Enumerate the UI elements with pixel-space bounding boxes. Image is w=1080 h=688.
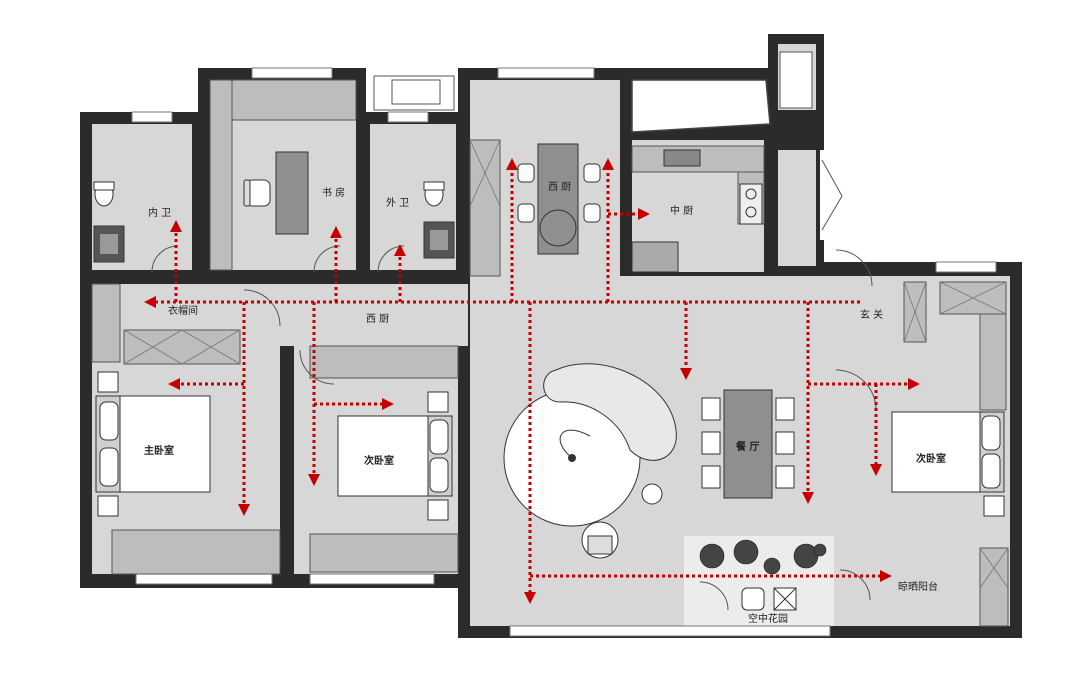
- cabinets: [91, 79, 1009, 627]
- label-sky-garden: 空中花园: [748, 612, 788, 625]
- room-labels: 内 卫 书 房 外 卫 西 厨 中 厨 衣帽间 西 厨 玄 关 主卧室 次卧室 …: [144, 181, 946, 625]
- windows: [131, 67, 997, 637]
- kitchen-sink-icon: [663, 149, 701, 167]
- label-master-bedroom: 主卧室: [144, 444, 174, 457]
- toilet-icon: [423, 181, 445, 207]
- sink-icon: [423, 221, 455, 259]
- study-desk: [275, 151, 309, 235]
- sink-icon: [93, 225, 125, 263]
- chair-icon: [741, 587, 765, 611]
- fan-icon: [773, 587, 797, 611]
- bed-icon: [337, 391, 453, 521]
- label-second-bedroom: 次卧室: [364, 454, 394, 467]
- label-drying-balcony: 晾晒阳台: [898, 580, 938, 593]
- plant-icons: [699, 539, 827, 575]
- bed-icon: [95, 371, 211, 517]
- bed-icon: [891, 411, 1005, 517]
- label-foyer: 玄 关: [860, 308, 883, 321]
- label-inner-bath: 内 卫: [148, 206, 171, 219]
- sink-circle-icon: [539, 209, 577, 247]
- armchair-icon: [581, 521, 619, 559]
- fridge-icon: [631, 241, 679, 273]
- chair-icon: [243, 179, 271, 207]
- exterior-shells: [373, 51, 846, 240]
- kitchen-island: [537, 143, 579, 255]
- toilet-icon: [93, 181, 115, 207]
- label-west-kitchen-hall: 西 厨: [366, 313, 389, 325]
- label-dining: 餐 厅: [735, 440, 759, 453]
- label-third-bedroom: 次卧室: [916, 452, 946, 465]
- label-study: 书 房: [322, 186, 345, 199]
- utility-closet: [778, 150, 816, 266]
- cabinet-crosses: [123, 139, 1009, 589]
- label-west-kitchen-top: 西 厨: [548, 181, 571, 193]
- stool-icons: [517, 163, 601, 223]
- label-cloakroom: 衣帽间: [168, 304, 198, 317]
- dining-table-icon: [701, 389, 795, 499]
- label-mid-kitchen: 中 厨: [670, 204, 693, 217]
- stove-icon: [739, 183, 763, 225]
- round-sofa-icon: [503, 363, 677, 527]
- label-outer-bath: 外 卫: [386, 197, 409, 209]
- circulation-routes: [144, 158, 920, 604]
